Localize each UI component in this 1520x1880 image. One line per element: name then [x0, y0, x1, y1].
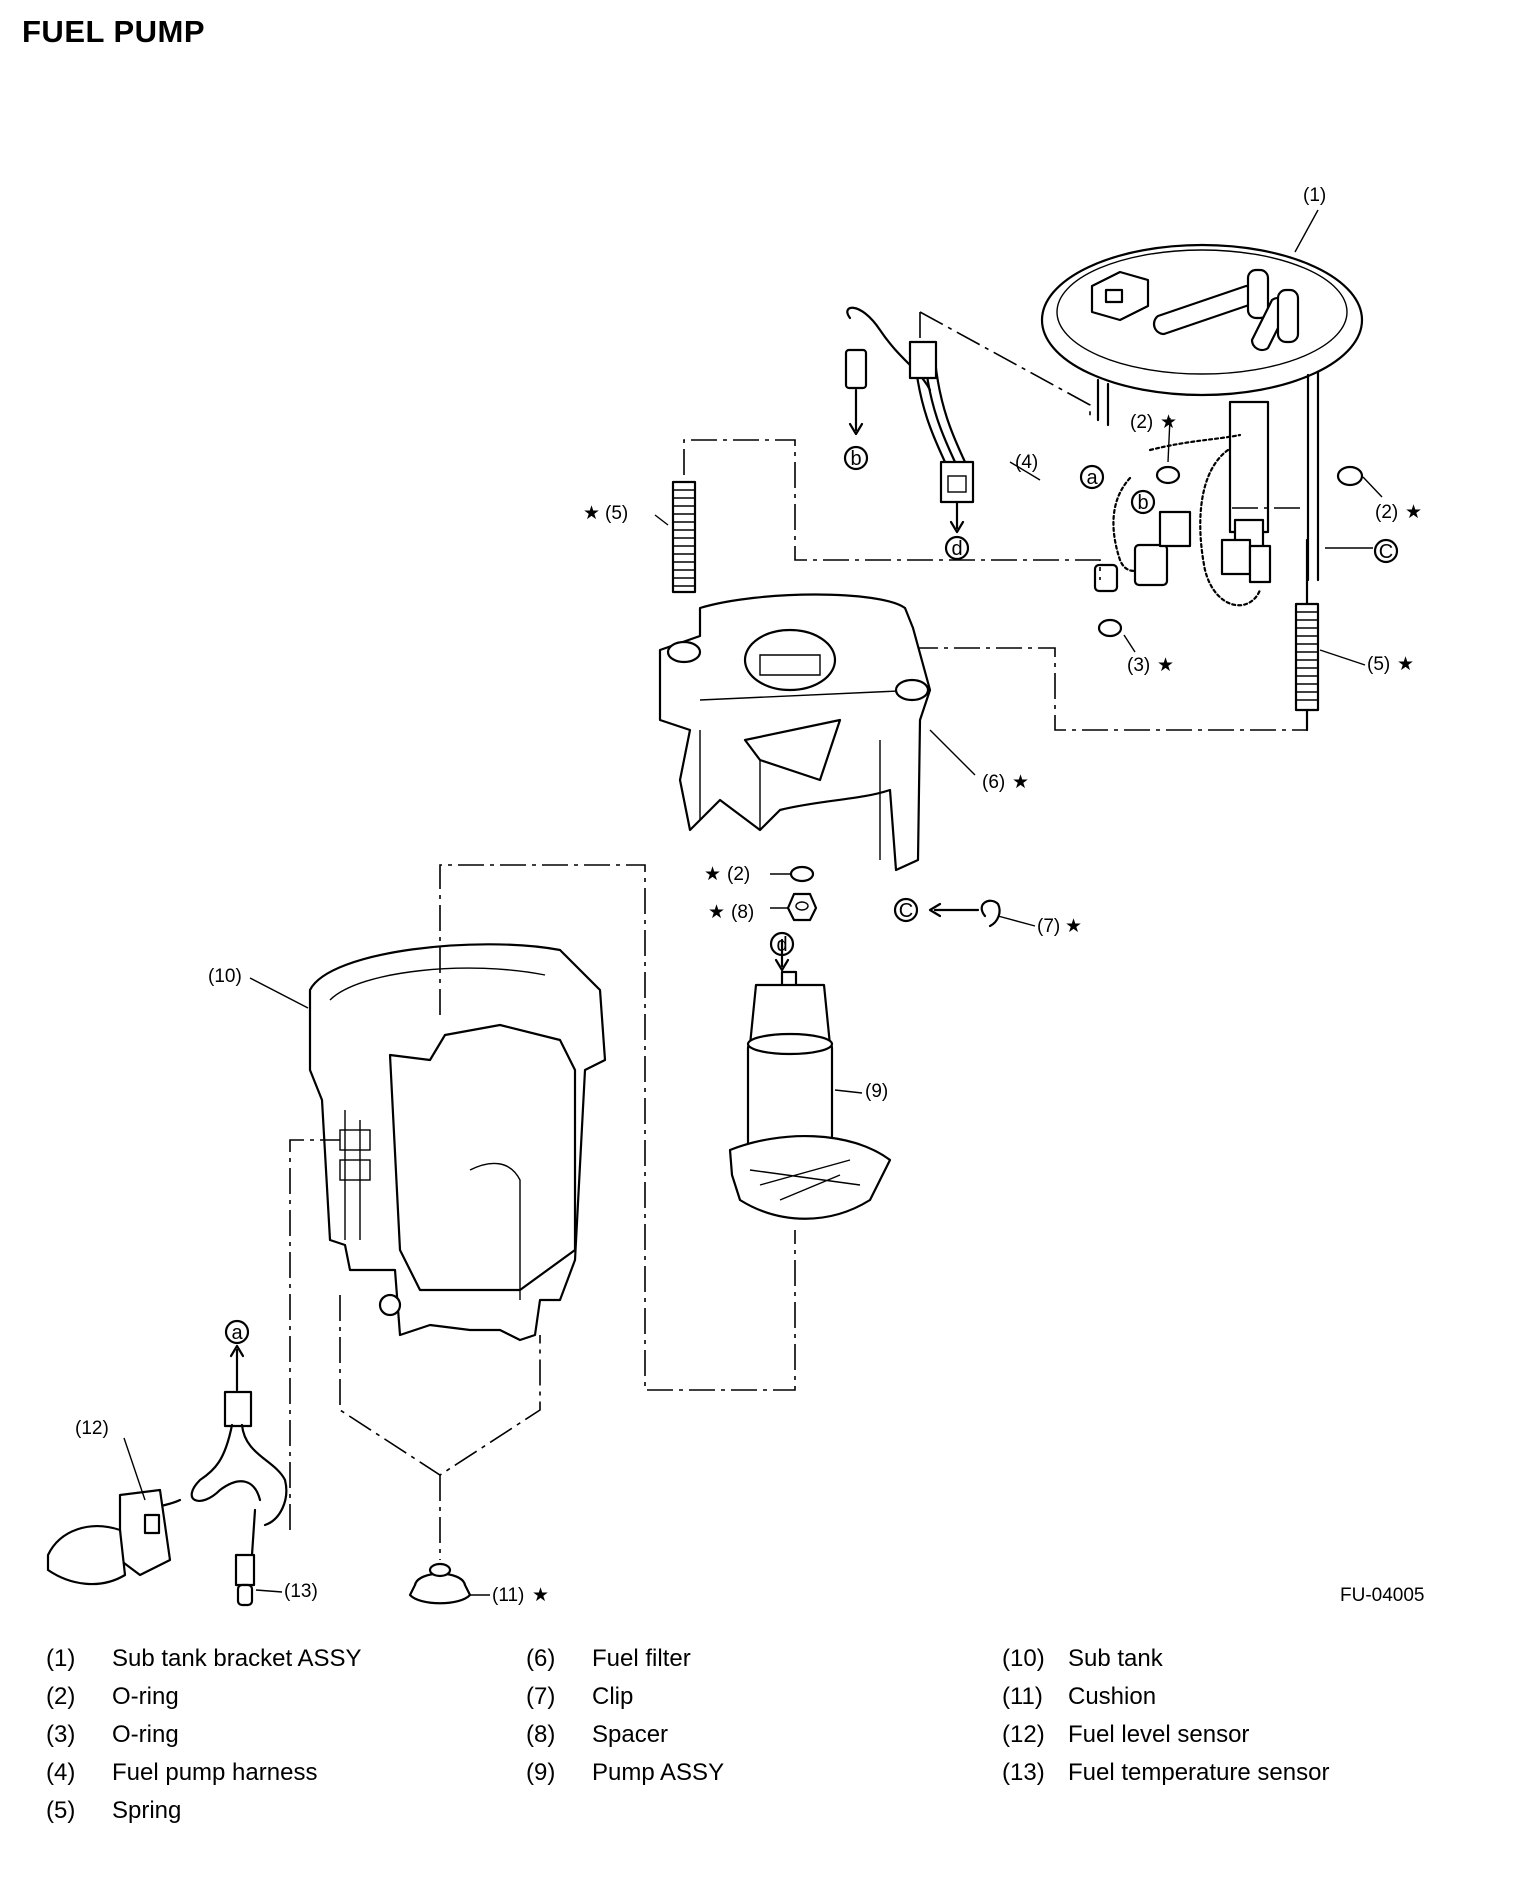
star-6: ★ [1012, 772, 1029, 793]
marker-d-pump: d [769, 931, 795, 957]
o-ring-2-lower [789, 865, 815, 883]
marker-c-clip: C [893, 897, 919, 923]
callout-1: (1) [1303, 185, 1326, 206]
callout-4: (4) [1015, 452, 1038, 473]
fuel-pump-harness [844, 306, 975, 534]
sub-tank-bracket-assy [1040, 243, 1364, 607]
fuel-temperature-sensor [234, 1508, 257, 1607]
exploded-diagram: (1) (2) ★ (2) ★ (3) ★ (4) ★ (5) (5) ★ (6… [46, 185, 1422, 1607]
sub-tank [308, 943, 607, 1342]
legend-item: (6)Fuel filter [526, 1645, 691, 1672]
figure-id: FU-04005 [1340, 1585, 1425, 1606]
svg-text:C: C [899, 900, 913, 922]
clip [980, 899, 1001, 928]
legend-item: (5)Spring [46, 1797, 182, 1824]
legend-item: (4)Fuel pump harness [46, 1759, 318, 1786]
legend-item: (2)O-ring [46, 1683, 179, 1710]
svg-text:b: b [1137, 492, 1148, 514]
spring-left [671, 480, 697, 594]
marker-a-sensor: a [224, 1319, 250, 1345]
svg-text:d: d [951, 538, 962, 560]
cushion [408, 1562, 472, 1605]
callout-10: (10) [208, 966, 242, 987]
callout-2-lower: (2) [727, 864, 750, 885]
parts-legend: (1)Sub tank bracket ASSY (2)O-ring (3)O-… [46, 1640, 1486, 1840]
fuel-filter [658, 593, 932, 872]
legend-item: (1)Sub tank bracket ASSY [46, 1645, 362, 1672]
legend-item: (7)Clip [526, 1683, 634, 1710]
star-7: ★ [1065, 916, 1082, 937]
marker-b-bracket: b [1130, 489, 1156, 515]
marker-d-harness: d [944, 535, 970, 561]
svg-text:C: C [1379, 541, 1393, 563]
legend-item: (3)O-ring [46, 1721, 179, 1748]
callout-2-upper: (2) [1130, 412, 1153, 433]
callout-7: (7) [1037, 916, 1060, 937]
legend-column-3: (10)Sub tank (11)Cushion (12)Fuel level … [1002, 1640, 1329, 1792]
callout-11: (11) [492, 1585, 524, 1606]
callout-5-left: (5) [605, 503, 628, 524]
legend-item: (11)Cushion [1002, 1683, 1157, 1710]
marker-b-upper: b [843, 445, 869, 471]
legend-item: (8)Spacer [526, 1721, 669, 1748]
legend-column-1: (1)Sub tank bracket ASSY (2)O-ring (3)O-… [46, 1640, 361, 1830]
legend-item: (9)Pump ASSY [526, 1759, 725, 1786]
callout-9: (9) [865, 1081, 888, 1102]
star-5-right: ★ [1397, 654, 1414, 675]
o-ring-2-upper [1155, 465, 1181, 485]
legend-column-2: (6)Fuel filter (7)Clip (8)Spacer (9)Pump… [526, 1640, 724, 1792]
callout-13: (13) [284, 1581, 318, 1602]
svg-text:a: a [1086, 467, 1098, 489]
pump-assy [728, 938, 892, 1220]
callout-5-right: (5) [1367, 654, 1390, 675]
legend-item: (10)Sub tank [1002, 1645, 1163, 1672]
o-ring-2-right [1336, 465, 1364, 487]
star-8: ★ [708, 902, 725, 923]
callout-2-right: (2) [1375, 502, 1398, 523]
spring-right [1294, 538, 1320, 732]
callout-12: (12) [75, 1418, 109, 1439]
svg-text:a: a [231, 1322, 243, 1344]
fuel-level-sensor [46, 1344, 288, 1586]
page-title: FUEL PUMP [22, 14, 206, 49]
legend-item: (12)Fuel level sensor [1002, 1721, 1250, 1748]
star-2-right: ★ [1405, 502, 1422, 523]
leader-1 [1294, 209, 1319, 253]
star-5-left: ★ [583, 503, 600, 524]
o-ring-3 [1097, 618, 1123, 638]
callout-8: (8) [731, 902, 754, 923]
callout-6: (6) [982, 772, 1005, 793]
svg-text:b: b [850, 448, 861, 470]
star-2-lower: ★ [704, 864, 721, 885]
star-11: ★ [532, 1585, 549, 1606]
spacer [786, 892, 818, 922]
svg-text:d: d [776, 934, 787, 956]
star-3: ★ [1157, 655, 1174, 676]
star-2-upper: ★ [1160, 412, 1177, 433]
callout-3: (3) [1127, 655, 1150, 676]
legend-item: (13)Fuel temperature sensor [1002, 1759, 1330, 1786]
marker-a-upper: a [1079, 464, 1105, 490]
marker-c-bracket: C [1373, 538, 1399, 564]
